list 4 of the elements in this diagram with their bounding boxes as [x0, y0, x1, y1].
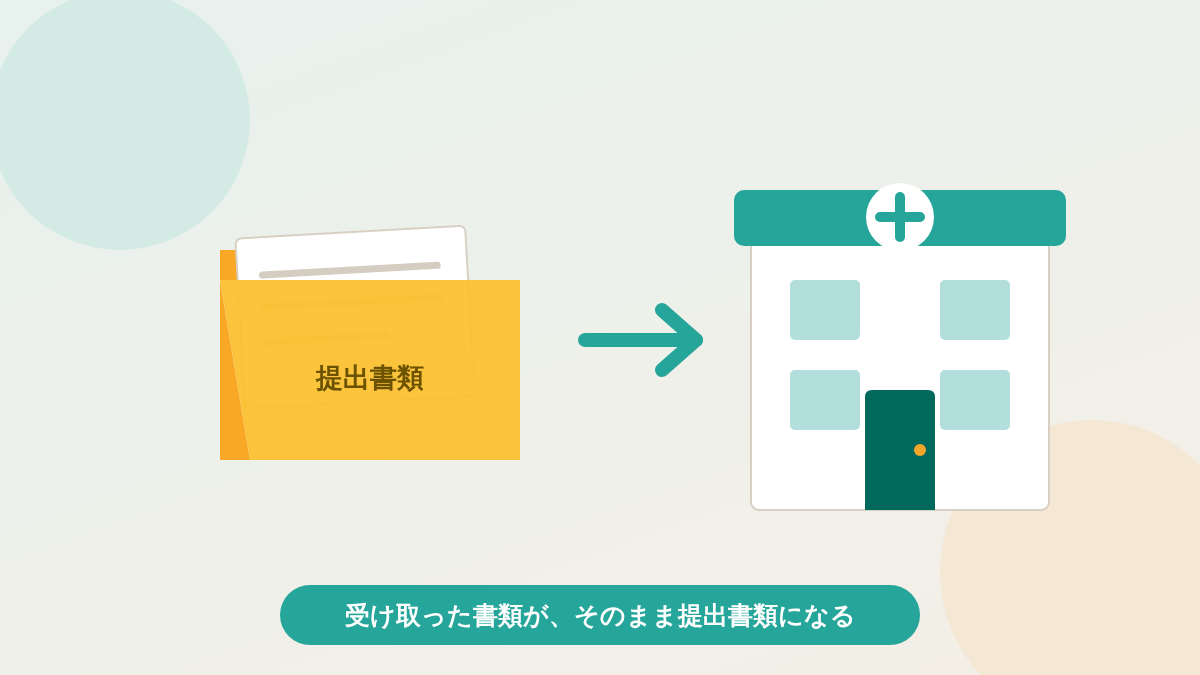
message-banner: 受け取った書類が、そのまま提出書類になる: [280, 585, 920, 645]
folder-label: 提出書類: [316, 361, 424, 395]
arrow: [578, 303, 703, 377]
folder: [220, 222, 520, 460]
